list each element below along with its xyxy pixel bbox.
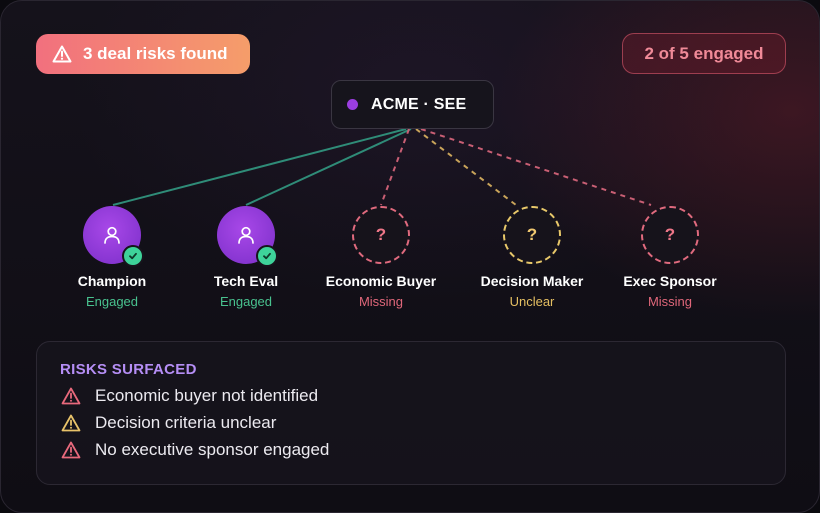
- connector-economic-buyer: [380, 128, 410, 206]
- stakeholder-role: Exec Sponsor: [623, 273, 717, 289]
- account-dot-icon: [347, 99, 358, 110]
- risks-panel-title: RISKS SURFACED: [60, 361, 197, 378]
- connector-decision-maker: [415, 128, 517, 206]
- connector-exec-sponsor: [420, 128, 652, 206]
- risk-item[interactable]: Economic buyer not identified: [61, 386, 318, 406]
- stakeholder-status: Missing: [358, 294, 404, 309]
- stakeholder-status: Engaged: [219, 294, 273, 309]
- stakeholder-avatar: [83, 206, 144, 267]
- stakeholder-decision-maker[interactable]: ? Decision Maker Unclear: [462, 206, 602, 309]
- risk-item[interactable]: No executive sponsor engaged: [61, 440, 329, 460]
- stakeholder-status: Unclear: [509, 294, 555, 309]
- check-icon: [122, 245, 144, 267]
- user-icon: [238, 226, 254, 244]
- stakeholder-exec-sponsor[interactable]: ? Exec Sponsor Missing: [600, 206, 740, 309]
- stakeholder-role: Decision Maker: [480, 273, 584, 289]
- stakeholder-placeholder: ?: [503, 206, 561, 264]
- stakeholder-role: Champion: [77, 273, 147, 289]
- risk-text: Decision criteria unclear: [95, 413, 277, 432]
- engaged-count-badge: 2 of 5 engaged: [622, 33, 786, 74]
- risk-text: No executive sponsor engaged: [95, 440, 330, 459]
- stakeholder-economic-buyer[interactable]: ? Economic Buyer Missing: [311, 206, 451, 309]
- stakeholder-tech-eval[interactable]: Tech Eval Engaged: [176, 206, 316, 309]
- stakeholder-placeholder: ?: [352, 206, 410, 264]
- warning-icon: [61, 387, 81, 405]
- risk-text: Economic buyer not identified: [95, 386, 319, 405]
- warning-icon: [61, 414, 81, 432]
- deal-risks-badge[interactable]: 3 deal risks found: [36, 34, 250, 74]
- check-icon: [256, 245, 278, 267]
- account-name: ACME · SEE: [371, 95, 467, 113]
- question-mark-icon: ?: [526, 225, 538, 244]
- stakeholder-avatar: [217, 206, 278, 267]
- question-mark-icon: ?: [664, 225, 676, 244]
- connector-champion: [112, 128, 407, 206]
- warning-icon: [52, 45, 72, 63]
- stakeholder-role: Economic Buyer: [325, 273, 437, 289]
- engaged-count-label: 2 of 5 engaged: [644, 43, 764, 63]
- connector-tech-eval: [245, 128, 412, 206]
- stakeholder-champion[interactable]: Champion Engaged: [42, 206, 182, 309]
- stakeholder-status: Missing: [647, 294, 693, 309]
- deal-risks-label: 3 deal risks found: [83, 44, 228, 63]
- risk-item[interactable]: Decision criteria unclear: [61, 413, 276, 433]
- question-mark-icon: ?: [375, 225, 387, 244]
- stakeholder-status: Engaged: [85, 294, 139, 309]
- warning-icon: [61, 441, 81, 459]
- account-node[interactable]: ACME · SEE: [331, 80, 494, 129]
- stakeholder-placeholder: ?: [641, 206, 699, 264]
- stakeholder-role: Tech Eval: [213, 273, 279, 289]
- user-icon: [104, 226, 120, 244]
- risks-panel: RISKS SURFACED Economic buyer not identi…: [36, 341, 786, 485]
